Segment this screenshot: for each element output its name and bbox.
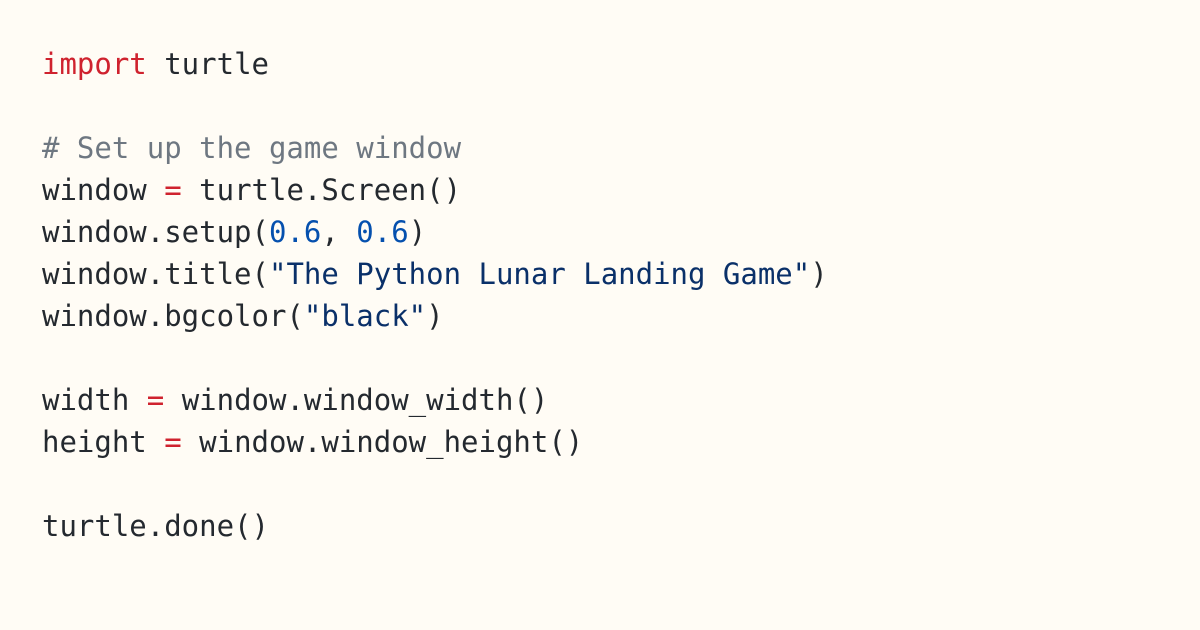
string-token: "The Python Lunar Landing Game": [268, 257, 811, 291]
code-token: ): [408, 215, 427, 249]
operator-token: =: [164, 425, 182, 459]
code-line: window.title("The Python Lunar Landing G…: [42, 253, 1200, 295]
operator-token: =: [146, 383, 165, 417]
code-token: window.setup(: [42, 215, 269, 249]
blank-code-line: [42, 463, 1200, 505]
code-line: width = window.window_width(): [42, 379, 1200, 421]
keyword-token: import: [42, 47, 147, 81]
code-token: ): [426, 299, 444, 333]
code-token: window.title(: [42, 257, 269, 291]
code-line: # Set up the game window: [42, 127, 1200, 169]
code-token: width: [42, 383, 147, 417]
code-token: turtle.Screen(): [181, 173, 462, 207]
code-token: window: [42, 173, 165, 207]
code-token: turtle.done(): [42, 509, 269, 543]
code-token: window.bgcolor(: [42, 299, 304, 333]
code-token: window.window_width(): [164, 383, 549, 417]
string-token: "black": [303, 299, 427, 333]
code-token: turtle: [146, 47, 269, 81]
comment-token: # Set up the game window: [42, 131, 462, 165]
code-token: window.window_height(): [181, 425, 584, 459]
code-token: height: [42, 425, 165, 459]
number-token: 0.6: [356, 215, 409, 249]
code-line: turtle.done(): [42, 505, 1200, 547]
operator-token: =: [164, 173, 182, 207]
code-token: ): [810, 257, 828, 291]
code-line: window = turtle.Screen(): [42, 169, 1200, 211]
blank-code-line: [42, 337, 1200, 379]
blank-code-line: [42, 85, 1200, 127]
code-line: window.bgcolor("black"): [42, 295, 1200, 337]
code-line: height = window.window_height(): [42, 421, 1200, 463]
number-token: 0.6: [268, 215, 322, 249]
code-token: ,: [321, 215, 357, 249]
code-line: window.setup(0.6, 0.6): [42, 211, 1200, 253]
code-line: import turtle: [42, 43, 1200, 85]
